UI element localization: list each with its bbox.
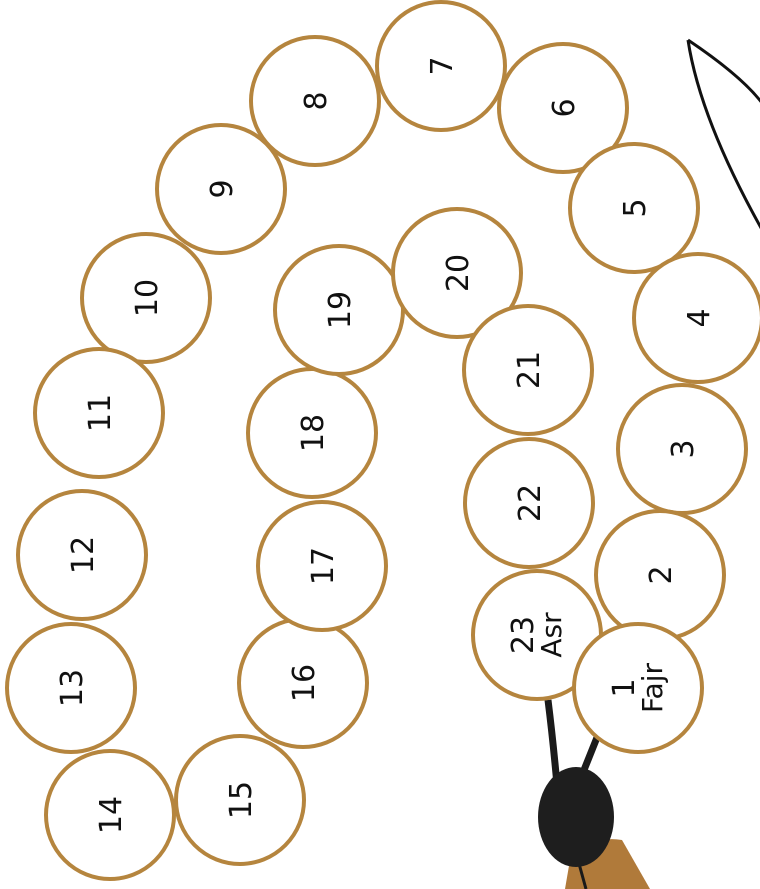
bead-13: 13: [7, 624, 135, 752]
bead-2: 2: [596, 511, 724, 639]
bead-number: 7: [425, 56, 460, 75]
bead-number: 20: [441, 254, 476, 292]
bead-4: 4: [634, 254, 760, 382]
bead-9: 9: [157, 125, 285, 253]
bead-text-group: 20: [441, 254, 476, 292]
bead-5: 5: [570, 144, 698, 272]
beads-layer: 7 8 6 9 5 10 4 11 3 12 2 13 14 15 16 17 18 19 20 21 22 23Asr1…: [7, 2, 760, 879]
bead-number: 2: [644, 565, 679, 584]
bead-text-group: 16: [287, 664, 322, 702]
knot-bead: [538, 767, 614, 867]
bead-text-group: 19: [323, 291, 358, 329]
bead-text-group: 15: [224, 781, 259, 819]
bead-number: 8: [299, 91, 334, 110]
bead-15: 15: [176, 736, 304, 864]
bead-text-group: 9: [205, 179, 240, 198]
bead-text-group: 13: [55, 669, 90, 707]
bead-text-group: 10: [130, 279, 165, 317]
bead-text-group: 4: [682, 308, 717, 327]
bead-text-group: 2: [644, 565, 679, 584]
bead-number: 5: [618, 198, 653, 217]
bead-text-group: 5: [618, 198, 653, 217]
bead-text-group: 3: [666, 439, 701, 458]
cord-left: [548, 700, 557, 785]
bead-22: 22: [465, 439, 593, 567]
bead-number: 11: [83, 394, 118, 432]
bead-prayer-label: Asr: [535, 612, 568, 658]
bead-number: 3: [666, 439, 701, 458]
bead-16: 16: [239, 619, 367, 747]
bead-number: 10: [130, 279, 165, 317]
bead-number: 21: [512, 351, 547, 389]
bead-text-group: 17: [306, 547, 341, 585]
bead-18: 18: [248, 369, 376, 497]
bead-number: 19: [323, 291, 358, 329]
bead-number: 22: [513, 484, 548, 522]
bead-number: 12: [66, 536, 101, 574]
bead-text-group: 21: [512, 351, 547, 389]
bead-number: 13: [55, 669, 90, 707]
bead-19: 19: [275, 246, 403, 374]
bead-number: 15: [224, 781, 259, 819]
bead-number: 4: [682, 308, 717, 327]
bead-text-group: 8: [299, 91, 334, 110]
bead-10: 10: [82, 234, 210, 362]
bead-text-group: 7: [425, 56, 460, 75]
bead-21: 21: [464, 306, 592, 434]
bead-3: 3: [618, 385, 746, 513]
bead-text-group: 11: [83, 394, 118, 432]
bead-number: 14: [94, 796, 129, 834]
bead-text-group: 22: [513, 484, 548, 522]
bead-text-group: 6: [547, 98, 582, 117]
bead-text-group: 12: [66, 536, 101, 574]
bead-text-group: 18: [296, 414, 331, 452]
bead-number: 17: [306, 547, 341, 585]
bead-11: 11: [35, 349, 163, 477]
bead-7: 7: [377, 2, 505, 130]
bead-number: 16: [287, 664, 322, 702]
bead-14: 14: [46, 751, 174, 879]
bead-number: 9: [205, 179, 240, 198]
bead-12: 12: [18, 491, 146, 619]
bead-text-group: 14: [94, 796, 129, 834]
bead-17: 17: [258, 502, 386, 630]
bead-number: 18: [296, 414, 331, 452]
bead-number: 6: [547, 98, 582, 117]
bead-prayer-label: Fajr: [636, 663, 669, 713]
